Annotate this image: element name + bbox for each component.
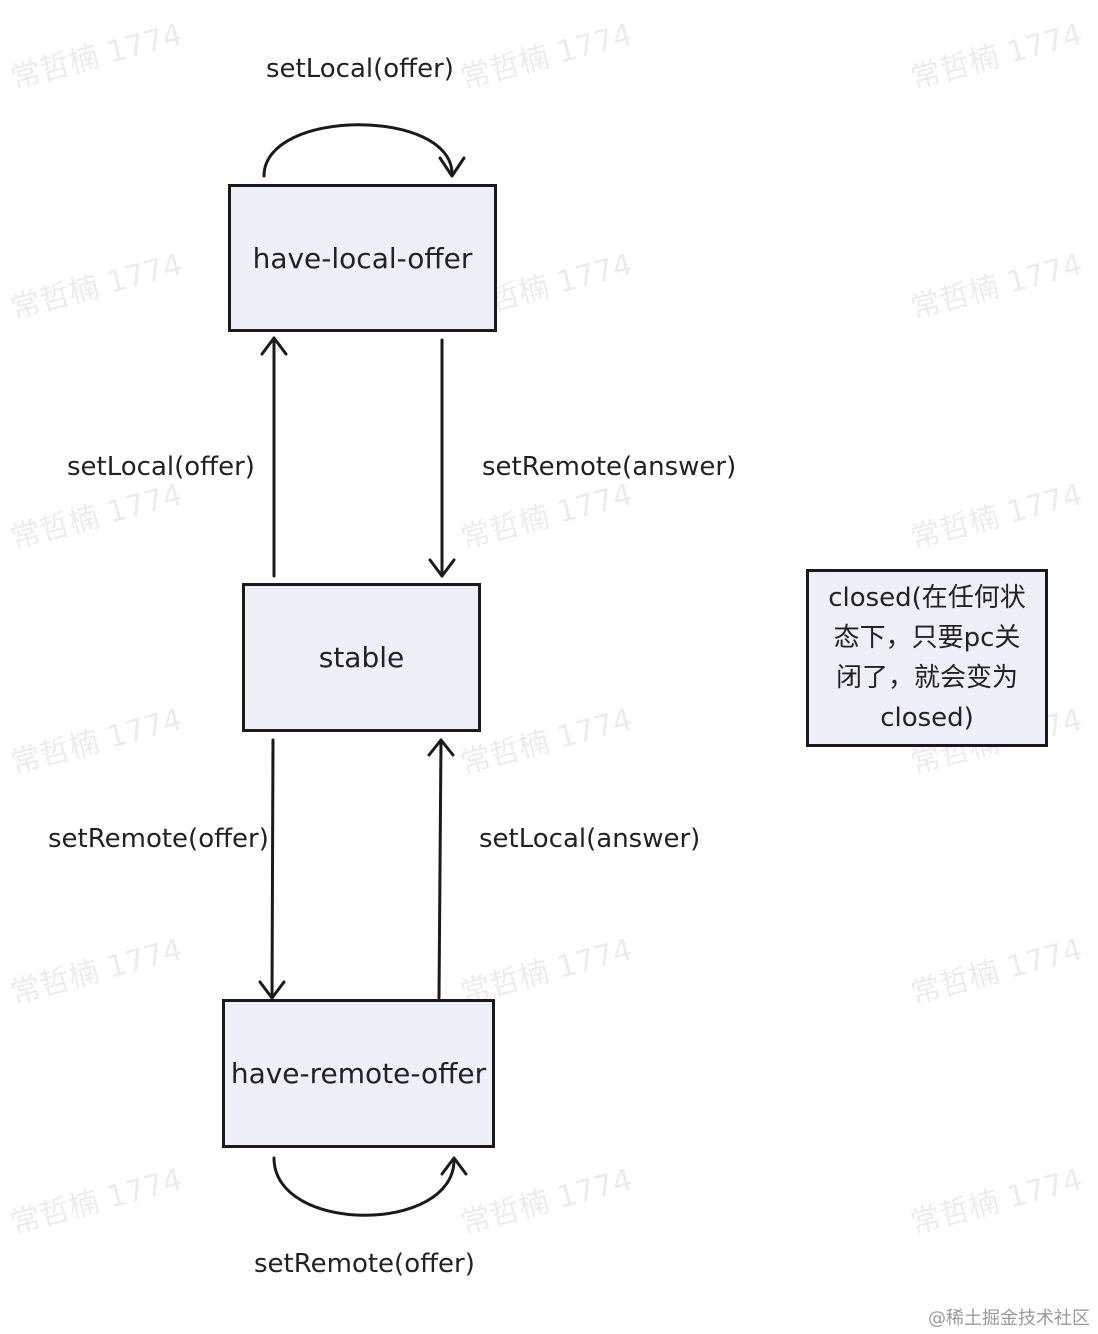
self-loop-arrow-remote-offer (272, 1156, 456, 1217)
edge-label-stable-to-local-offer: setLocal(offer) (67, 452, 255, 482)
edge-label-stable-to-remote-offer: setRemote(offer) (48, 824, 269, 854)
edge-label-remote-offer-to-stable: setLocal(answer) (479, 824, 701, 854)
arrowhead (438, 156, 466, 178)
arrowhead (258, 980, 286, 1000)
state-label: have-remote-offer (230, 1057, 487, 1090)
arrowhead (260, 336, 288, 356)
note-line: closed) (880, 703, 974, 733)
state-label: stable (318, 641, 405, 674)
edge-label-self-remote-offer: setRemote(offer) (254, 1249, 475, 1279)
site-watermark: @稀土掘金技术社区 (928, 1308, 1090, 1329)
self-loop-arrow-local-offer (262, 123, 454, 178)
arrowhead (440, 1156, 468, 1176)
arrowhead (427, 738, 455, 757)
edge-label-local-offer-to-stable: setRemote(answer) (482, 452, 737, 482)
state-have-remote-offer: have-remote-offer (222, 999, 495, 1148)
edge-label-self-local-offer: setLocal(offer) (266, 54, 454, 84)
state-label: have-local-offer (252, 241, 473, 275)
arrowhead (428, 558, 456, 578)
note-line: closed(在任何状 (828, 583, 1026, 613)
arrow-remote-offer-to-stable (437, 738, 443, 1000)
state-have-local-offer: have-local-offer (228, 184, 497, 332)
arrow-stable-to-remote-offer (270, 738, 275, 1000)
note-line: 闭了，就会变为 (835, 663, 1018, 693)
closed-state-note: closed(在任何状 态下，只要pc关 闭了，就会变为 closed) (806, 569, 1048, 747)
state-stable: stable (242, 583, 481, 732)
note-line: 态下，只要pc关 (833, 623, 1021, 653)
note-text: closed(在任何状 态下，只要pc关 闭了，就会变为 closed) (828, 578, 1026, 738)
